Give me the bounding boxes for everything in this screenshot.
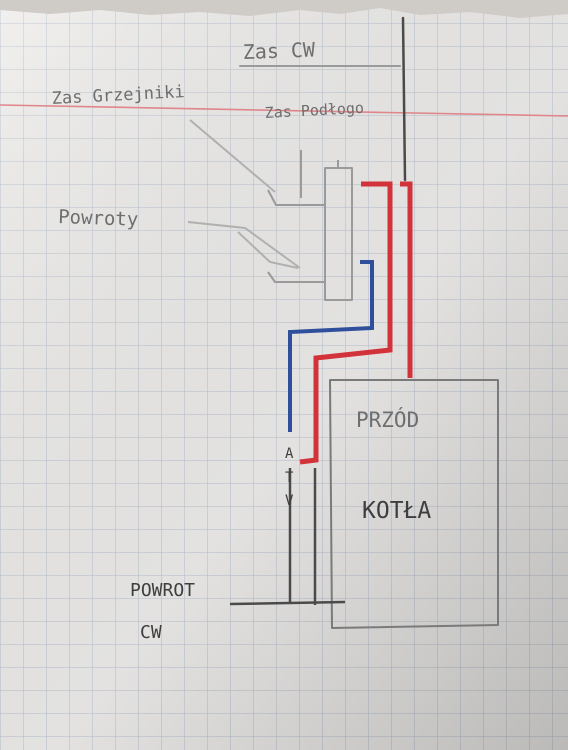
leader-lines	[187, 119, 301, 269]
label-cw: CW	[140, 622, 162, 643]
label-powroty: Powroty	[58, 206, 139, 231]
label-powrot: POWROT	[130, 580, 195, 601]
manifold-outline	[267, 150, 353, 301]
label-zas-cw: Zas CW	[242, 37, 316, 64]
red-supply-pipe	[299, 181, 413, 465]
main-supply-pipe	[239, 16, 407, 182]
label-zas-podlogo: Zas Podłogo	[264, 99, 364, 122]
label-atv-t: T	[285, 470, 294, 486]
margin-line	[0, 104, 568, 117]
boiler-outline	[329, 379, 499, 629]
label-atv-a: A	[285, 446, 294, 462]
return-cw-pipe	[229, 468, 346, 606]
label-przod: PRZÓD	[356, 407, 419, 432]
blue-return-pipe	[288, 260, 374, 432]
label-kotla: KOTŁA	[362, 498, 431, 524]
label-atv-v: V	[285, 493, 294, 509]
